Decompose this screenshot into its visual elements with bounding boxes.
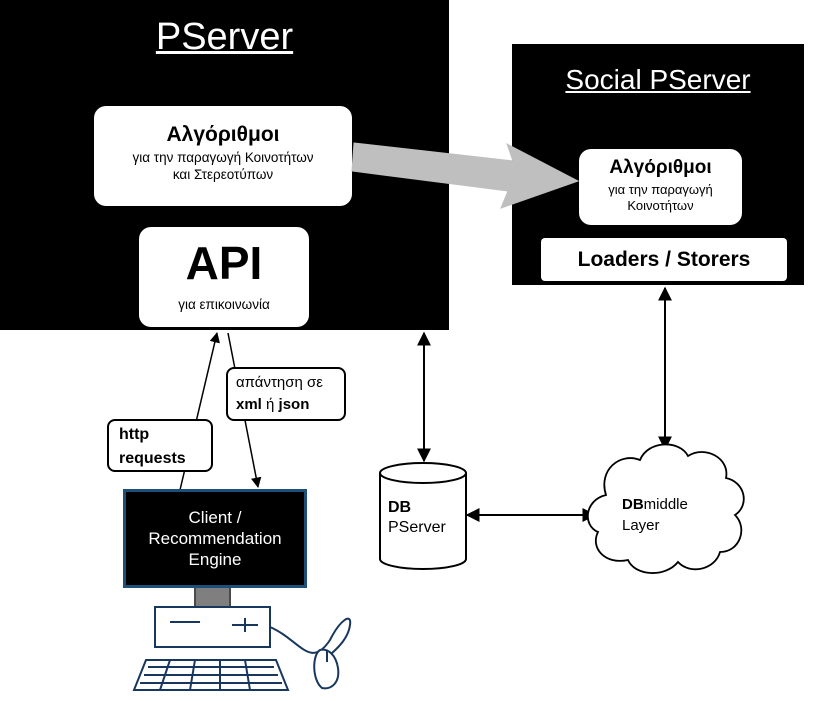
social-algorithms-line1: για την παραγωγή [608,182,713,197]
loaders-storers-box: Loaders / Storers [541,238,787,281]
cloud-icon [586,443,745,574]
response-format-xml: xml [236,396,262,413]
db-middle-layer-label: DBmiddle Layer [622,494,688,536]
db-middle-line2: Layer [622,517,660,534]
algorithms-line2: και Στερεοτύπων [172,167,274,182]
loaders-storers-label: Loaders / Storers [577,248,751,271]
response-conjunction: ή [261,396,279,413]
db-middle-bold: DB [622,496,644,513]
response-line1: απάντηση σε [236,374,323,391]
response-callout: απάντηση σε xml ή json [226,367,346,421]
api-box: API για επικοινωνία [139,227,309,327]
computer-icon [132,586,352,691]
db-label-bold: DB [388,499,412,516]
pserver-algorithms-box: Αλγόριθμοι για την παραγωγή Κοινοτήτων κ… [94,106,352,206]
db-pserver-label: DB PServer [388,498,446,538]
api-subtitle: για επικοινωνία [178,297,270,313]
social-algorithms-box: Αλγόριθμοι για την παραγωγή Κοινοτήτων [579,149,742,225]
client-monitor: Client / Recommendation Engine [123,489,307,588]
algorithms-line1: για την παραγωγή Κοινοτήτων [132,150,314,165]
social-pserver-title: Social PServer [565,64,751,95]
big-transfer-arrow [351,142,580,209]
response-format-json: json [278,396,310,413]
client-line3: Engine [188,550,242,569]
db-middle-suffix: middle [643,496,688,513]
client-line2: Recommendation [148,529,282,548]
response-line2: xml ή json [236,394,344,416]
http-requests-line2: requests [119,450,186,467]
client-line1: Client / [188,508,242,527]
db-middle-line1: DBmiddle [622,494,688,515]
social-algorithms-line2: Κοινοτήτων [627,198,694,213]
http-requests-line1: http [119,426,150,443]
http-requests-callout: http requests [107,419,213,472]
algorithms-heading: Αλγόριθμοι [166,123,280,146]
social-algorithms-heading: Αλγόριθμοι [609,157,712,178]
database-cylinder-icon [379,462,467,570]
db-label-sub: PServer [388,519,446,536]
api-heading: API [185,237,263,289]
pserver-title: PServer [155,16,294,58]
